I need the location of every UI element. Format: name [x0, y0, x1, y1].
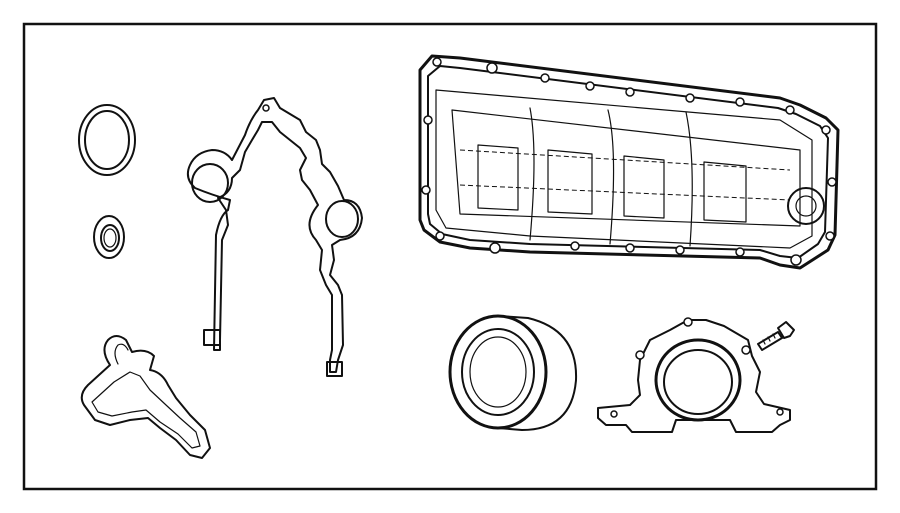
bolt	[757, 321, 795, 351]
water-pump-gasket	[80, 335, 211, 459]
large-o-ring	[78, 104, 136, 176]
small-seal-ring	[93, 215, 125, 259]
rear-main-seal-retainer	[597, 317, 791, 433]
timing-cover-gasket	[186, 97, 363, 377]
oil-pan-gasket	[418, 54, 840, 270]
rear-main-seal	[448, 314, 578, 431]
